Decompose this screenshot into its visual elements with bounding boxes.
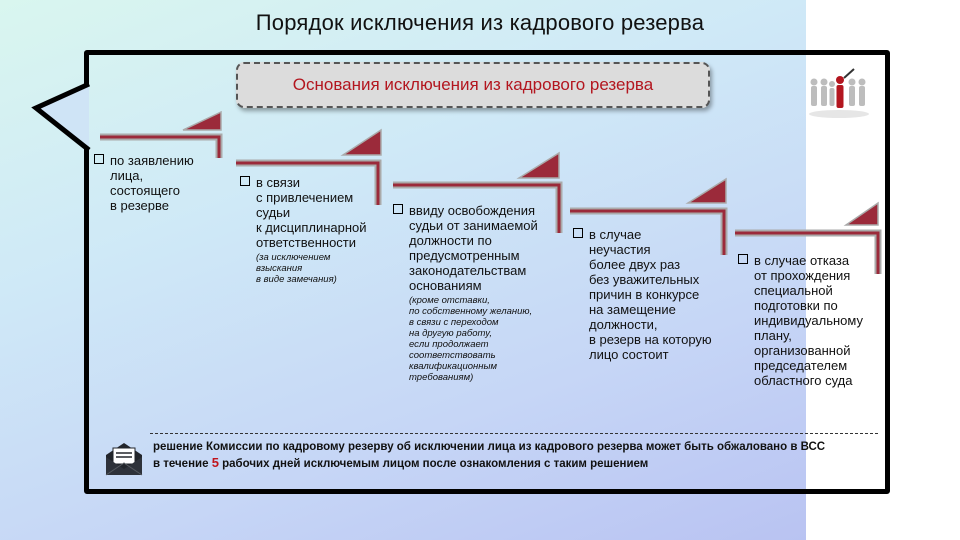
step-5-line: от прохождения [754,268,851,283]
step-3-line: должности по [409,233,492,248]
step-4-line: лицо состоит [589,347,669,362]
note-line: на другую работу, [409,328,492,339]
step-1-line: по заявлению [110,153,194,168]
step-4: в случае неучастия более двух раз без ув… [573,227,733,362]
envelope-icon [105,443,143,476]
appeal-note-line-1: решение Комиссии по кадровому резерву об… [153,441,826,453]
appeal-text-before: в течение [153,458,212,470]
step-1-line: состоящего [110,183,180,198]
step-5-line: в случае отказа [754,253,850,268]
step-4-line: причин в конкурсе [589,287,700,302]
step-3-line: основаниям [409,278,482,293]
step-2-line: с привлечением [256,190,354,205]
appeal-note: решение Комиссии по кадровому резерву об… [153,439,853,472]
step-4-line: более двух раз [589,257,681,272]
note-line: требованиям) [409,372,474,383]
note-line: если продолжает [409,339,489,350]
step-4-line: в резерв на которую [589,332,712,347]
reasons-banner: Основания исключения из кадрового резерв… [236,62,710,108]
step-3-line: предусмотренным [409,248,520,263]
appeal-note-line-2: в течение 5 рабочих дней исключемым лицо… [153,455,853,472]
step-5-line: плану, [754,328,792,343]
step-3-note: (кроме отставки, по собственному желанию… [393,295,563,383]
step-1: по заявлению лица, состоящего в резерве [94,153,224,213]
step-5-line: областного суда [754,373,853,388]
step-3-line: ввиду освобождения [409,203,536,218]
step-5: в случае отказа от прохождения специальн… [738,253,878,388]
step-4-line: должности, [589,317,658,332]
step-4-line: на замещение [589,302,676,317]
page-title: Порядок исключения из кадрового резерва [255,10,705,35]
step-1-line: лица, [110,168,144,183]
checkbox-bullet-icon [393,204,403,214]
step-4-line: без уважительных [589,272,700,287]
note-line: соответствовать [409,350,496,361]
note-line: взыскания [256,263,303,274]
step-1-line: в резерве [110,198,169,213]
step-4-line: в случае [589,227,642,242]
step-5-line: председателем [754,358,848,373]
step-5-line: индивидуальному [754,313,863,328]
step-3-line: законодательствам [409,263,527,278]
step-2-line: судьи [256,205,291,220]
step-2-line: к дисциплинарной [256,220,367,235]
note-line: (за исключением [256,252,331,263]
step-5-line: подготовки по [754,298,838,313]
days-count: 5 [211,455,219,470]
checkbox-bullet-icon [240,176,250,186]
checkbox-bullet-icon [738,254,748,264]
step-2-note: (за исключением взыскания в виде замечан… [240,252,380,285]
note-line: (кроме отставки, [409,295,490,306]
note-line: в виде замечания) [256,274,337,285]
checkbox-bullet-icon [94,154,104,164]
note-line: квалификационным [409,361,498,372]
step-3-line: судьи от занимаемой [409,218,538,233]
step-3: ввиду освобождения судьи от занимаемой д… [393,203,563,383]
content-frame [84,50,890,494]
step-2: в связи с привлечением судьи к дисциплин… [240,175,380,285]
step-5-line: организованной [754,343,851,358]
step-2-line: ответственности [256,235,357,250]
note-line: по собственному желанию, [409,306,533,317]
step-5-line: специальной [754,283,833,298]
note-line: в связи с переходом [409,317,499,328]
step-2-line: в связи [256,175,301,190]
people-group-icon [809,68,869,118]
checkbox-bullet-icon [573,228,583,238]
divider-line [150,433,878,434]
appeal-text-after: рабочих дней исключемым лицом после озна… [218,458,649,470]
step-4-line: неучастия [589,242,651,257]
